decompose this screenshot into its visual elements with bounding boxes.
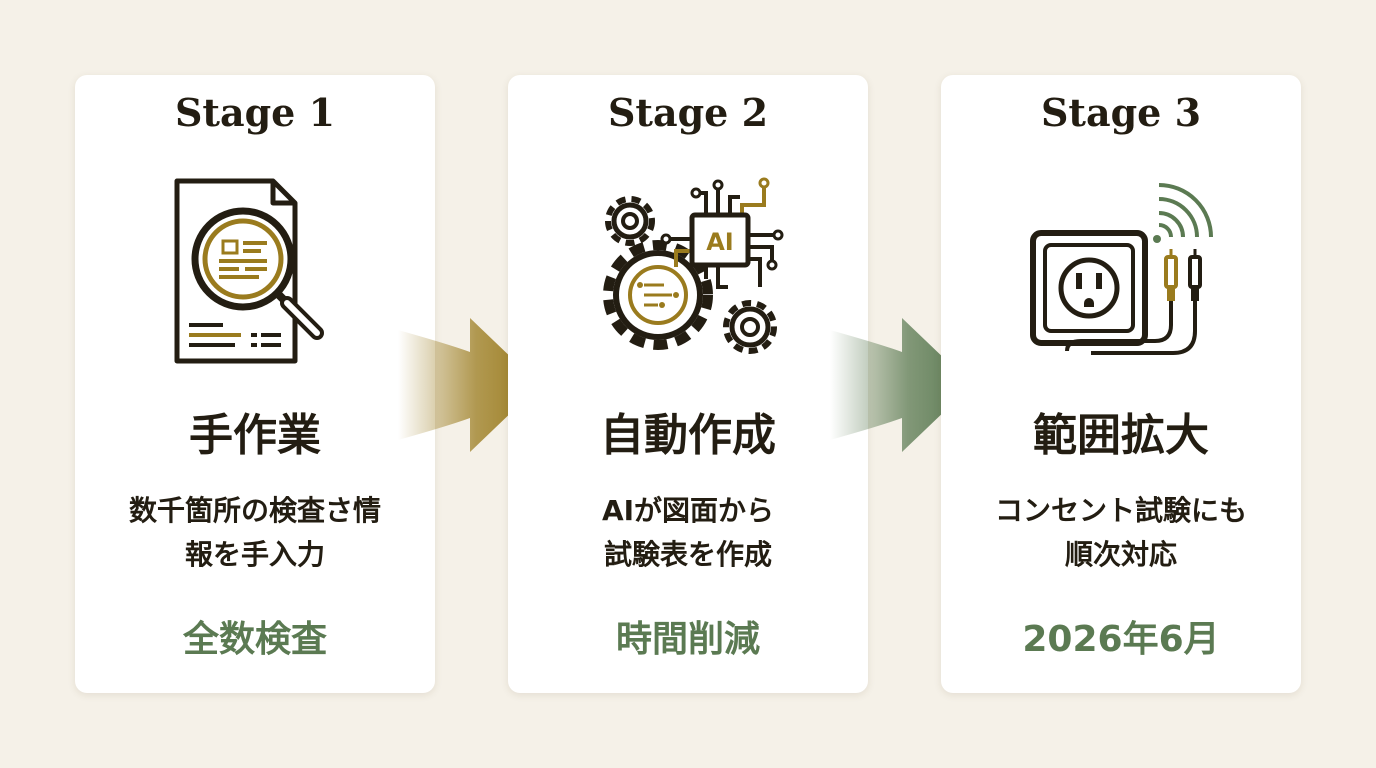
stage-description: AIが図面から 試験表を作成 [518,489,858,577]
stage-heading: 手作業 [189,410,321,461]
stage-card-3: Stage 3 範囲拡大 コンセント試験にも 順次対応 2026年6月 [941,75,1301,693]
description-line: 数千箇所の検査さ情 [128,494,381,527]
outlet-tester-icon [1030,183,1213,355]
chip-label: AI [706,228,734,256]
stage-card-2: Stage 2 [508,75,868,693]
description-line: 試験表を作成 [603,538,772,571]
stage-tag: 全数検査 [182,619,327,660]
stage-title: Stage 1 [174,90,336,135]
arrow-right-icon [398,318,540,452]
description-line: 報を手入力 [184,538,325,571]
description-line: コンセント試験にも [994,494,1247,527]
stage-card-1: Stage 1 手作業 数千箇所の検査さ情 報を手入力 全数検査 [75,75,435,693]
stage-heading: 範囲拡大 [1033,410,1209,461]
stage-tag: 時間削減 [615,619,760,660]
arrow-right-icon [830,318,972,452]
stage-heading: 自動作成 [600,410,776,461]
stage-description: 数千箇所の検査さ情 報を手入力 [85,489,425,577]
stage-title: Stage 3 [1040,90,1202,135]
description-line: AIが図面から [601,494,775,527]
stage-title: Stage 2 [607,90,769,135]
document-magnifier-icon [174,178,324,364]
ai-gears-icon: AI [603,177,784,354]
stage-description: コンセント試験にも 順次対応 [951,489,1291,577]
stage-tag: 2026年6月 [1022,619,1220,660]
description-line: 順次対応 [1064,538,1177,571]
